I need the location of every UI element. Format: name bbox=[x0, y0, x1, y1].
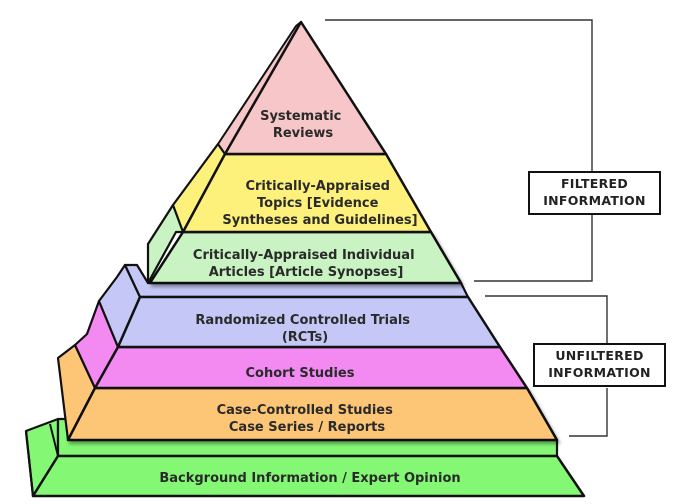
label-rcts: Randomized Controlled Trials (RCTs) bbox=[195, 313, 414, 345]
label-background-information: Background Information / Expert Opinion bbox=[159, 471, 460, 486]
tier-critically-appraised-articles bbox=[146, 203, 463, 285]
bracket-unfiltered bbox=[485, 295, 608, 437]
filtered-information-label: FILTERED INFORMATION bbox=[528, 171, 661, 215]
tier-systematic-reviews bbox=[217, 20, 388, 156]
tier-front-face bbox=[31, 454, 586, 498]
label-cohort-studies: Cohort Studies bbox=[246, 366, 355, 381]
unfiltered-line1: UNFILTERED bbox=[555, 348, 644, 363]
unfiltered-line2: INFORMATION bbox=[548, 365, 651, 380]
label-critically-appraised-topics: Critically-Appraised Topics [Evidence Sy… bbox=[222, 179, 417, 228]
tier-front-face bbox=[223, 20, 388, 156]
bracket-filtered bbox=[325, 19, 593, 282]
label-critically-appraised-articles: Critically-Appraised Individual Articles… bbox=[193, 248, 419, 280]
filtered-line1: FILTERED bbox=[560, 176, 629, 191]
label-case-controlled: Case-Controlled Studies Case Series / Re… bbox=[217, 403, 398, 435]
tier-front-face bbox=[116, 295, 502, 349]
filtered-line2: INFORMATION bbox=[543, 193, 646, 208]
label-systematic-reviews: Systematic Reviews bbox=[260, 109, 346, 141]
unfiltered-information-label: UNFILTERED INFORMATION bbox=[533, 343, 666, 387]
tier-background-information bbox=[24, 417, 586, 498]
tier-rcts bbox=[97, 263, 502, 349]
tier-side-face bbox=[146, 203, 186, 285]
